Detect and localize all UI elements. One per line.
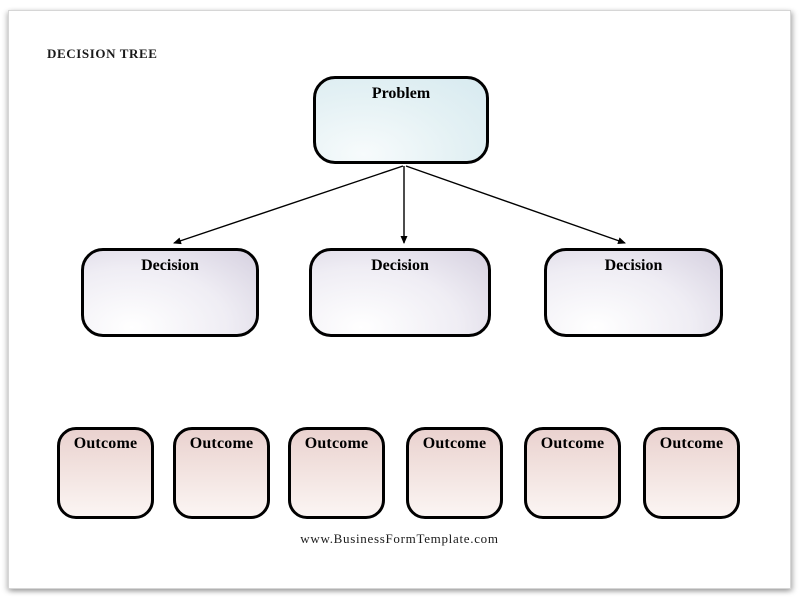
problem-node-label: Problem <box>371 85 431 102</box>
footer-url: www.BusinessFormTemplate.com <box>300 531 499 546</box>
outcome-node-1-label: Outcome <box>73 435 138 452</box>
outcome-node-3: Outcome <box>288 427 385 519</box>
outcome-node-2: Outcome <box>173 427 270 519</box>
outcome-node-5-label: Outcome <box>540 435 605 452</box>
decision-node-1: Decision <box>81 248 259 337</box>
page-title: DECISION TREE <box>47 46 158 61</box>
outcome-node-4: Outcome <box>406 427 503 519</box>
decision-node-2-label: Decision <box>371 257 429 274</box>
arrow-problem-to-decision-1 <box>173 165 404 245</box>
decision-node-1-label: Decision <box>141 257 199 274</box>
outcome-node-2-label: Outcome <box>189 435 254 452</box>
arrow-problem-to-decision-3 <box>405 165 626 244</box>
outcome-node-4-label: Outcome <box>422 435 487 452</box>
outcome-node-6: Outcome <box>643 427 740 519</box>
outcome-node-5: Outcome <box>524 427 621 519</box>
outcome-node-6-label: Outcome <box>659 435 724 452</box>
decision-node-3-label: Decision <box>604 257 663 274</box>
decision-node-2: Decision <box>309 248 491 337</box>
problem-node: Problem <box>313 76 489 164</box>
outcome-node-3-label: Outcome <box>304 435 369 452</box>
document-page: DECISION TREE Problem Decision Decision … <box>8 10 791 589</box>
decision-node-3: Decision <box>544 248 723 337</box>
outcome-node-1: Outcome <box>57 427 154 519</box>
